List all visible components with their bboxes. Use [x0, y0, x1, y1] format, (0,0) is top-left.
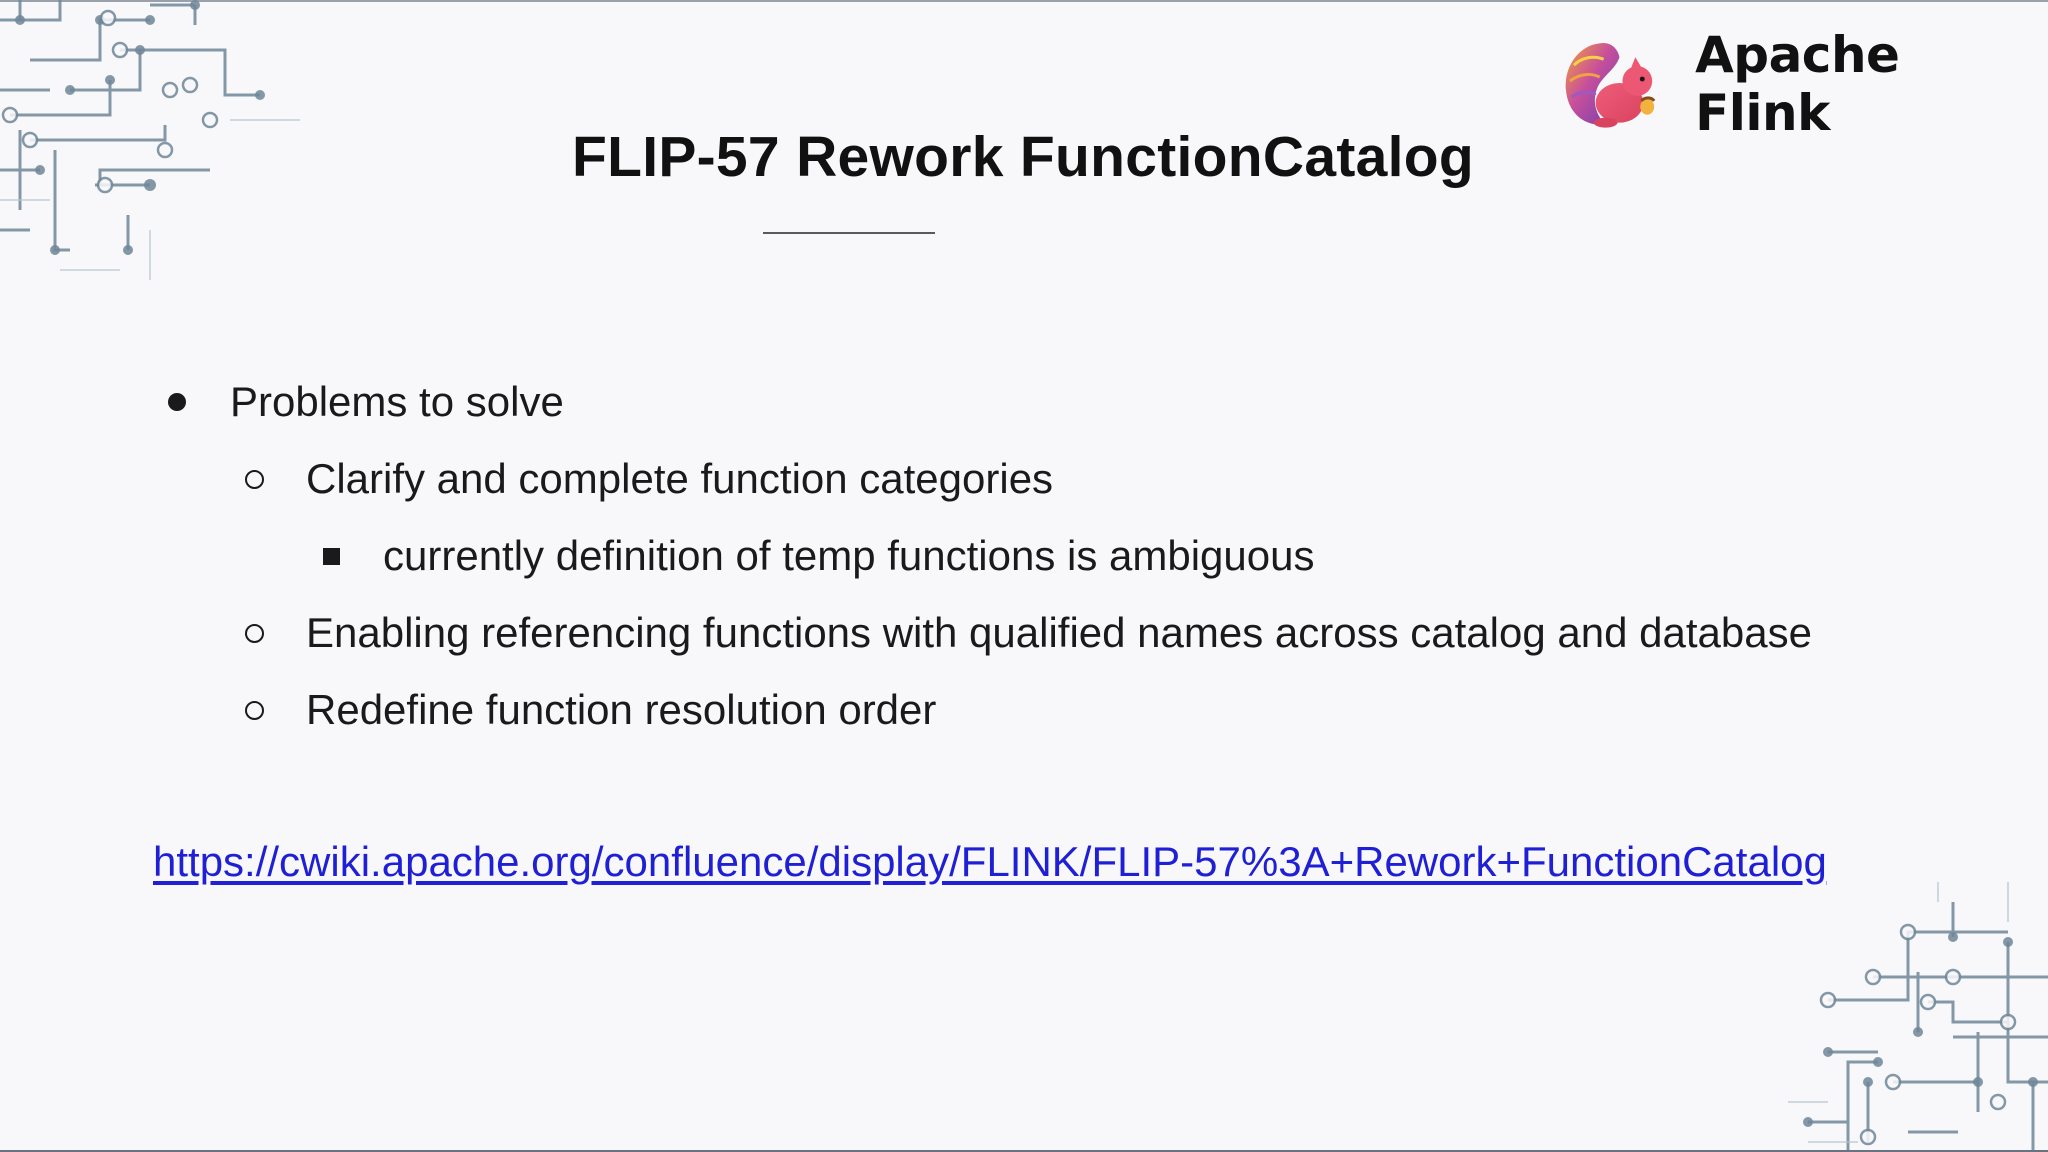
flink-squirrel-logo-icon — [1565, 42, 1656, 128]
bullet-item-level-1: Problems to solve — [168, 378, 564, 426]
bullet-circle-icon — [245, 623, 264, 643]
apache-flink-logo: Apache Flink — [1560, 26, 2048, 142]
bullet-text: Redefine function resolution order — [306, 686, 937, 733]
bullet-text: Problems to solve — [230, 378, 564, 425]
bullet-item-level-2: Redefine function resolution order — [245, 686, 936, 734]
bullet-circle-icon — [245, 700, 264, 720]
top-border — [0, 0, 2048, 2]
slide-title: FLIP-57 Rework FunctionCatalog — [0, 124, 2048, 190]
circuit-decoration-top-left — [0, 0, 300, 280]
slide-title-text: FLIP-57 Rework FunctionCatalog — [571, 125, 1475, 189]
flip-57-wiki-link[interactable]: https://cwiki.apache.org/confluence/disp… — [153, 838, 1827, 885]
bullet-text: currently definition of temp functions i… — [383, 532, 1315, 579]
circuit-decoration-bottom-right — [1788, 882, 2048, 1152]
bullet-item-level-2: Enabling referencing functions with qual… — [245, 609, 1812, 657]
bullet-disc-icon — [168, 393, 186, 411]
bullet-circle-icon — [245, 469, 264, 489]
bullet-square-icon — [323, 547, 340, 565]
bullet-item-level-2: Clarify and complete function categories — [245, 455, 1053, 503]
bullet-text: Enabling referencing functions with qual… — [306, 609, 1812, 656]
bullet-item-level-3: currently definition of temp functions i… — [323, 532, 1315, 580]
bullet-text: Clarify and complete function categories — [306, 455, 1054, 502]
title-underline-divider — [763, 232, 935, 234]
bottom-border — [0, 1150, 2048, 1152]
logo-text: Apache Flink — [1695, 26, 1900, 142]
